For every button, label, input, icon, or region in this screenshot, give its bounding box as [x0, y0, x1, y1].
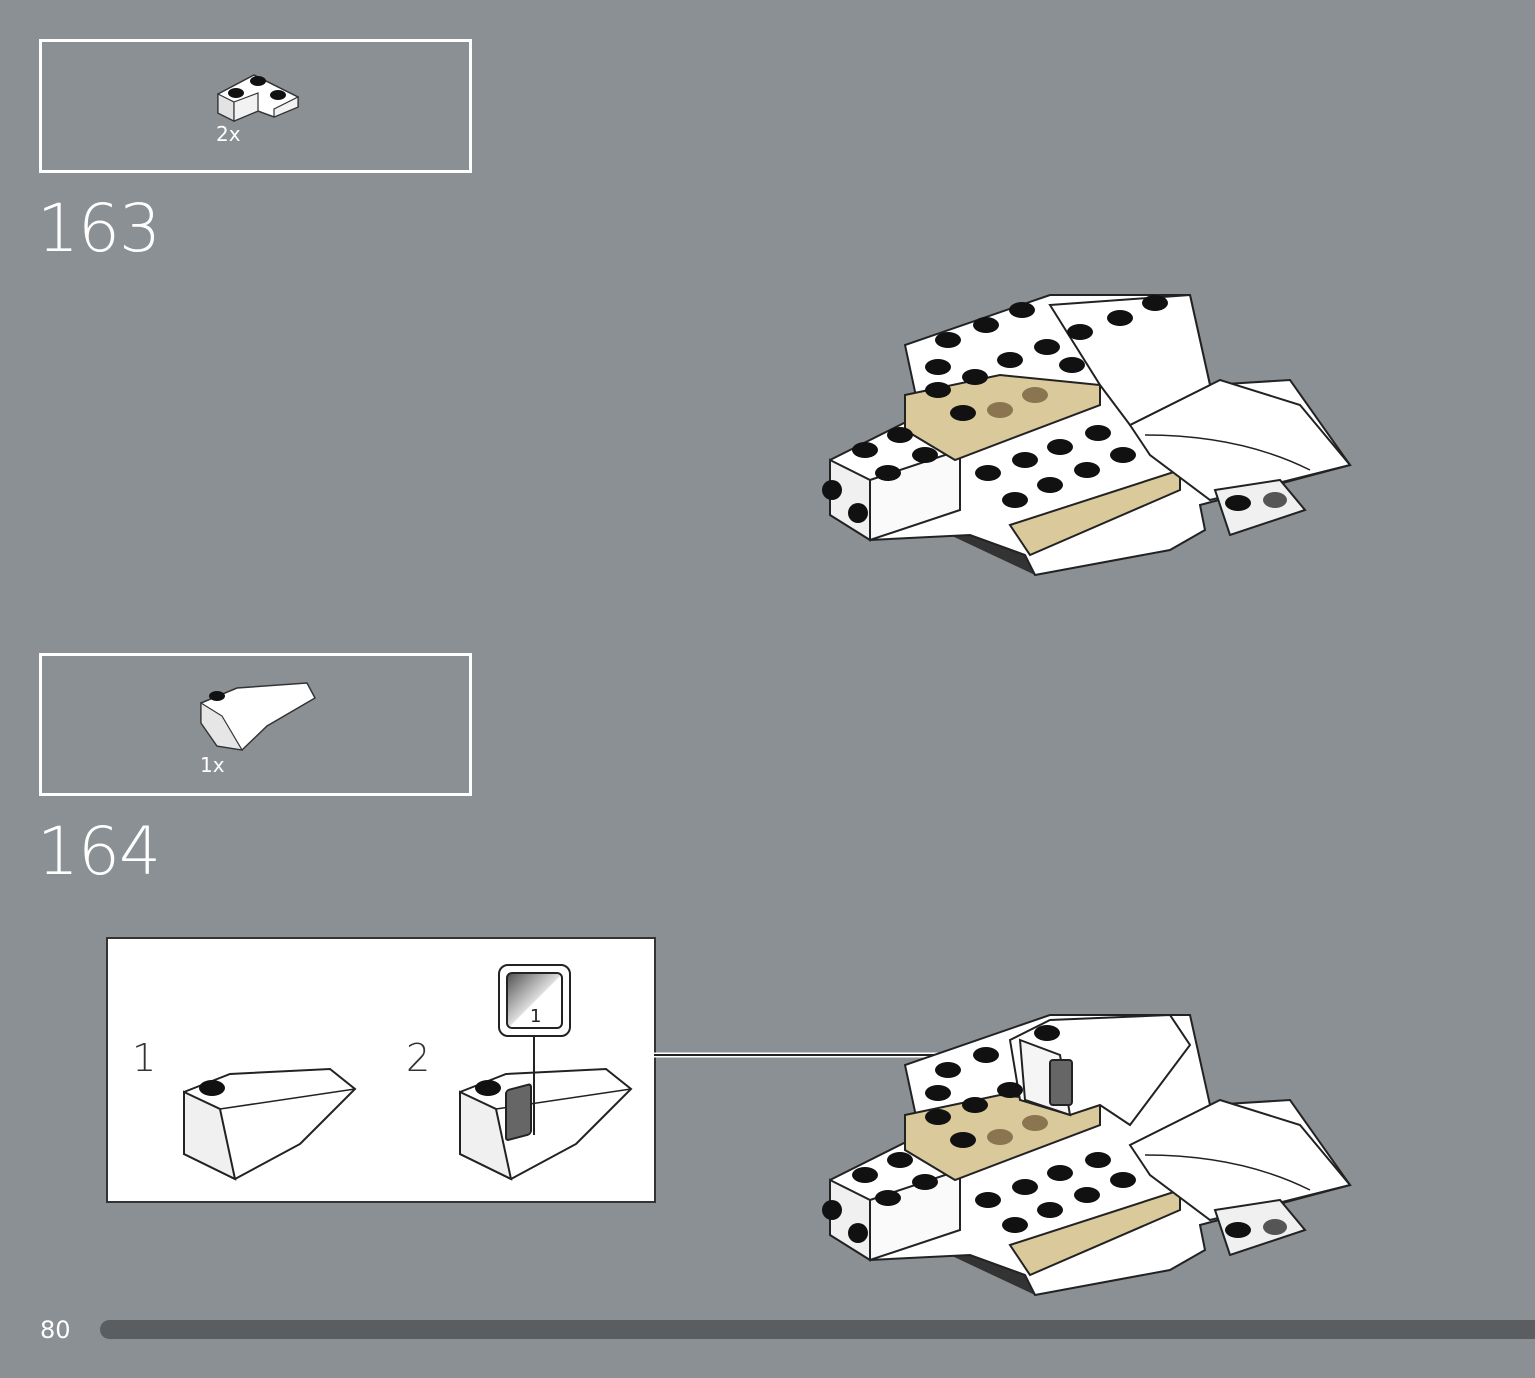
sub-assembly-callout: 1 2 1 [106, 937, 656, 1203]
parts-list-box-164: 1x [39, 653, 472, 796]
model-illustration-164 [822, 1013, 1352, 1297]
progress-bar [100, 1320, 1535, 1339]
wedge-part-sub2 [459, 1067, 633, 1181]
corner-plate-icon [217, 74, 299, 122]
part-quantity-163: 2x [216, 122, 241, 146]
model-illustration-163 [822, 293, 1352, 577]
sticker-pointer-line [533, 1037, 535, 1135]
wedge-slope-icon [200, 682, 317, 751]
step-number-163: 163 [37, 190, 161, 267]
sticker-indicator: 1 [498, 964, 571, 1037]
step-number-164: 164 [37, 813, 161, 890]
sub-step-number-1: 1 [132, 1036, 157, 1080]
sub-step-number-2: 2 [406, 1036, 431, 1080]
part-quantity-164: 1x [200, 753, 225, 777]
page-number: 80 [40, 1316, 71, 1344]
wedge-part-sub1 [183, 1067, 357, 1181]
sticker-icon [506, 972, 563, 1029]
parts-list-box-163: 2x [39, 39, 472, 173]
sticker-number: 1 [530, 1006, 542, 1027]
